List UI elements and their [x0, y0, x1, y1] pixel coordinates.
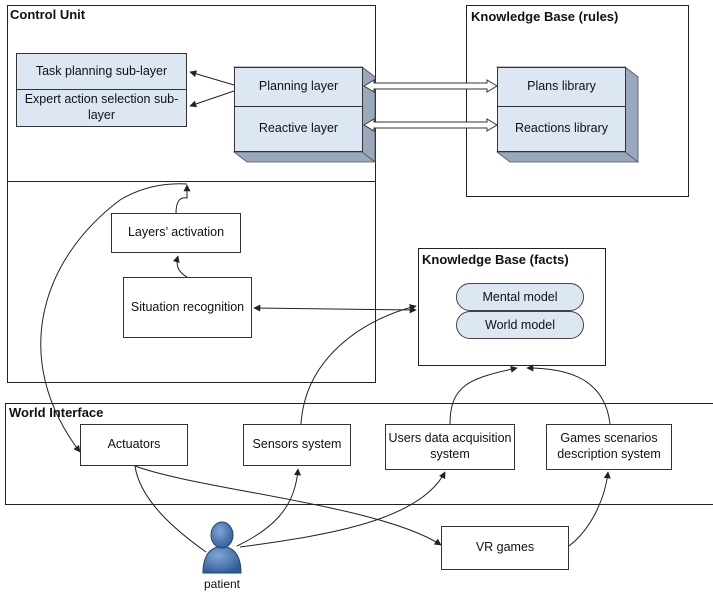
patient-label: patient	[203, 577, 241, 591]
expert-action-sublayer: Expert action selection sub-layer	[16, 89, 187, 127]
planning-layer: Planning layer	[234, 67, 363, 107]
mental-model: Mental model	[456, 283, 584, 311]
sensors-system-box: Sensors system	[243, 424, 351, 466]
control-unit-title: Control Unit	[10, 7, 86, 22]
kb-facts-frame	[418, 248, 606, 366]
actuators-box: Actuators	[80, 424, 188, 466]
layers-activation-box: Layers’ activation	[111, 213, 241, 253]
vr-games-box: VR games	[441, 526, 569, 570]
reactive-layer: Reactive layer	[234, 106, 363, 152]
world-model: World model	[456, 311, 584, 339]
games-scenarios-box: Games scenarios description system	[546, 424, 672, 470]
plans-library: Plans library	[497, 67, 626, 107]
kb-facts-title: Knowledge Base (facts)	[422, 252, 569, 267]
control-unit-top-section	[7, 5, 376, 182]
world-interface-frame	[5, 403, 713, 505]
situation-recognition-box: Situation recognition	[123, 277, 252, 338]
reactions-library: Reactions library	[497, 106, 626, 152]
task-planning-sublayer: Task planning sub-layer	[16, 53, 187, 90]
kb-rules-frame	[466, 5, 689, 197]
kb-rules-title: Knowledge Base (rules)	[471, 9, 619, 24]
users-data-box: Users data acquisition system	[385, 424, 515, 470]
